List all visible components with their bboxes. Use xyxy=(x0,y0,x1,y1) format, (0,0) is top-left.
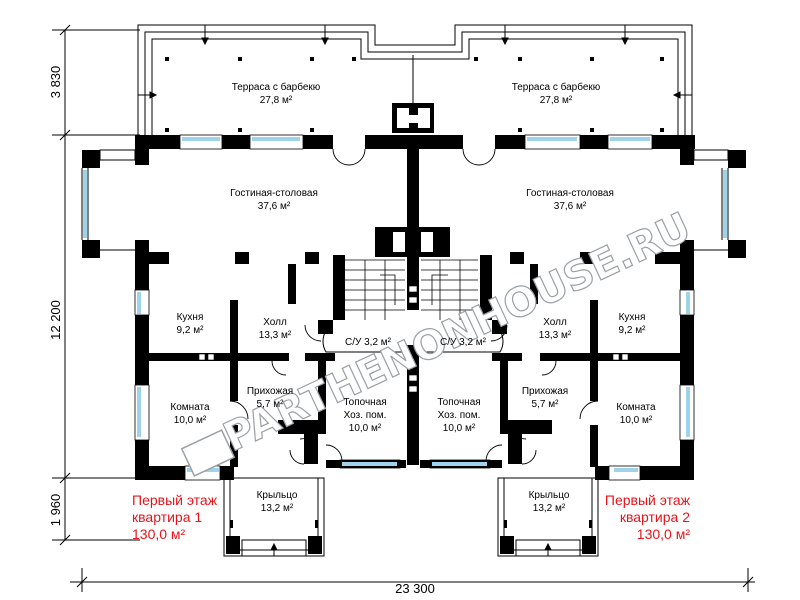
room-left-area: 10,0 м² xyxy=(174,415,207,426)
dimension-lines xyxy=(52,24,755,592)
living-right-area: 37,6 м² xyxy=(554,201,587,212)
kitchen-right-name: Кухня xyxy=(619,312,646,323)
caption-right-line3: 130,0 м² xyxy=(637,526,691,542)
terrace-right-name: Терраса с барбекю xyxy=(512,81,601,93)
porch-right-name: Крыльцо xyxy=(529,490,570,501)
boiler-left-name1: Топочная xyxy=(343,397,386,408)
terrace-posts xyxy=(165,57,664,132)
entry-right-name: Прихожая xyxy=(522,386,568,397)
kitchen-right-area: 9,2 м² xyxy=(619,325,647,336)
window-frames xyxy=(134,134,695,481)
terrace-outline xyxy=(137,24,693,138)
stair-core-detail xyxy=(393,232,433,252)
entry-left-area: 5,7 м² xyxy=(257,399,285,410)
walls xyxy=(82,135,746,480)
caption-right-line2: квартира 2 xyxy=(620,509,690,525)
doors xyxy=(229,148,599,465)
porch-posts xyxy=(226,520,596,554)
porch-right-area: 13,2 м² xyxy=(533,503,566,514)
hall-left-name: Холл xyxy=(263,317,287,328)
entry-left-name: Прихожая xyxy=(247,386,293,397)
caption-left-line3: 130,0 м² xyxy=(132,526,186,542)
room-right-area: 10,0 м² xyxy=(620,415,653,426)
wc-left: С/У 3,2 м² xyxy=(345,337,392,348)
wc-outline xyxy=(322,329,504,353)
dim-total-width: 23 300 xyxy=(395,581,435,596)
room-labels: Терраса с барбекю 27,8 м² Терраса с барб… xyxy=(170,81,656,514)
boiler-left-name2: Хоз. пом. xyxy=(344,410,387,421)
wc-right: С/У 3,2 м² xyxy=(440,337,487,348)
caption-left-line1: Первый этаж xyxy=(132,492,218,508)
porch-left-area: 13,2 м² xyxy=(261,503,294,514)
boiler-right-area: 10,0 м² xyxy=(443,423,476,434)
kitchen-left-name: Кухня xyxy=(177,312,204,323)
floor-captions: Первый этаж квартира 1 130,0 м² Первый э… xyxy=(132,492,691,542)
hall-right-name: Холл xyxy=(543,317,567,328)
caption-left-line2: квартира 1 xyxy=(132,509,202,525)
boiler-right-name1: Топочная xyxy=(437,397,480,408)
room-left-name: Комната xyxy=(170,402,210,413)
entry-right-area: 5,7 м² xyxy=(532,399,560,410)
dim-left-bottom: 1 960 xyxy=(48,494,63,527)
living-right-name: Гостиная-столовая xyxy=(526,188,614,199)
living-left-name: Гостиная-столовая xyxy=(230,188,318,199)
porch-left-name: Крыльцо xyxy=(257,490,298,501)
bay-windows xyxy=(81,149,729,251)
living-left-area: 37,6 м² xyxy=(258,201,291,212)
porch-arrows xyxy=(270,542,552,556)
hall-left-area: 13,3 м² xyxy=(259,330,292,341)
dim-left-top: 3 830 xyxy=(48,66,63,99)
terrace-arrows xyxy=(138,25,692,99)
chimney xyxy=(392,55,434,133)
terrace-right-area: 27,8 м² xyxy=(540,95,573,106)
stairs xyxy=(345,259,478,320)
hall-right-area: 13,3 м² xyxy=(539,330,572,341)
caption-right-line1: Первый этаж xyxy=(605,492,691,508)
kitchen-left-area: 9,2 м² xyxy=(177,325,205,336)
boiler-right-name2: Хоз. пом. xyxy=(438,410,481,421)
terrace-left-name: Терраса с барбекю xyxy=(232,81,321,93)
boiler-left-area: 10,0 м² xyxy=(349,423,382,434)
room-right-name: Комната xyxy=(616,402,656,413)
terrace-left-area: 27,8 м² xyxy=(260,95,293,106)
dim-left-middle: 12 200 xyxy=(48,300,63,340)
vents xyxy=(198,285,629,393)
